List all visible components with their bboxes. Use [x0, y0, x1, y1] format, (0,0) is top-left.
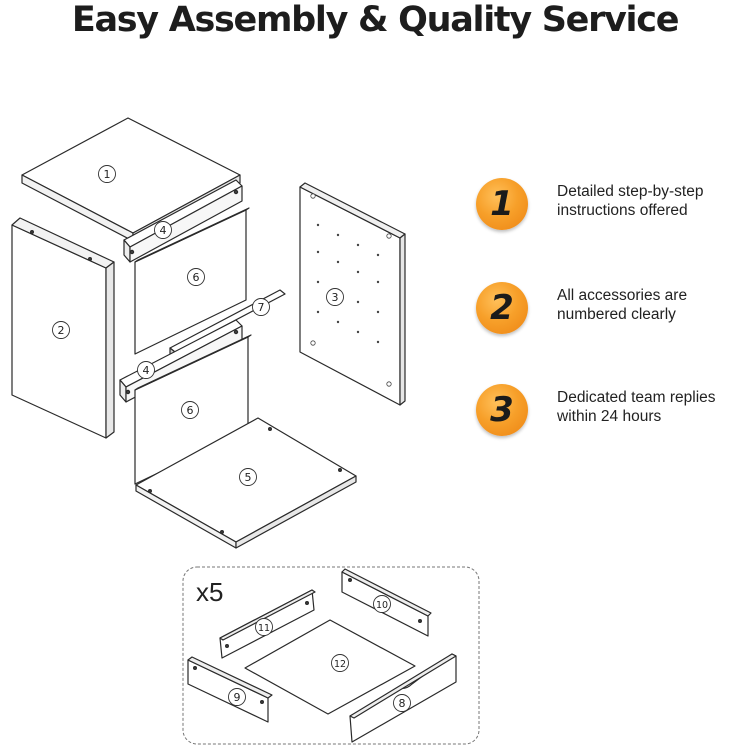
- part-12-drawer-bottom: [244, 619, 416, 715]
- svg-text:7: 7: [258, 301, 265, 314]
- svg-text:9: 9: [234, 691, 241, 704]
- part-label-11: 11: [255, 618, 273, 636]
- svg-text:2: 2: [58, 324, 65, 337]
- part-label-8: 8: [393, 694, 411, 712]
- part-label-4-lower: 4: [137, 361, 155, 379]
- svg-text:1: 1: [104, 168, 111, 181]
- feature-line: numbered clearly: [557, 306, 676, 323]
- part-label-6-lower: 6: [181, 401, 199, 419]
- part-label-3: 3: [326, 288, 344, 306]
- svg-text:4: 4: [143, 364, 150, 377]
- number-badge: 3: [476, 384, 528, 436]
- feature-description: Detailed step-by-step instructions offer…: [557, 182, 747, 220]
- drawer-kit-quantity: x5: [196, 577, 223, 607]
- part-1-top-panel: [21, 117, 241, 242]
- svg-text:3: 3: [332, 291, 339, 304]
- part-9-drawer-back: [187, 656, 273, 723]
- feature-line: Detailed step-by-step: [557, 183, 704, 200]
- svg-text:4: 4: [160, 224, 167, 237]
- part-label-1: 1: [98, 165, 116, 183]
- feature-line: All accessories are: [557, 287, 688, 304]
- part-label-6-upper: 6: [187, 268, 205, 286]
- svg-text:12: 12: [334, 659, 346, 670]
- svg-text:8: 8: [399, 697, 406, 710]
- svg-text:11: 11: [258, 623, 270, 634]
- badge-number: 2: [490, 288, 514, 328]
- svg-text:6: 6: [193, 271, 200, 284]
- svg-text:5: 5: [245, 471, 252, 484]
- feature-item-3: 3 Dedicated team replies within 24 hours: [476, 384, 746, 444]
- part-3-right-panel: [299, 182, 406, 406]
- part-label-9: 9: [228, 688, 246, 706]
- part-4-upper-rail: [123, 179, 243, 263]
- svg-text:10: 10: [376, 600, 388, 611]
- page-title: Easy Assembly & Quality Service: [71, 0, 680, 40]
- part-label-4-upper: 4: [154, 221, 172, 239]
- feature-item-1: 1 Detailed step-by-step instructions off…: [476, 178, 746, 238]
- number-badge: 2: [476, 282, 528, 334]
- badge-number: 1: [490, 184, 514, 224]
- number-badge: 1: [476, 178, 528, 230]
- feature-line: instructions offered: [557, 202, 688, 219]
- feature-item-2: 2 All accessories are numbered clearly: [476, 282, 746, 342]
- part-label-10: 10: [373, 595, 391, 613]
- part-label-12: 12: [331, 654, 349, 672]
- feature-description: All accessories are numbered clearly: [557, 286, 747, 324]
- badge-number: 3: [490, 390, 514, 430]
- part-label-7: 7: [252, 298, 270, 316]
- part-label-2: 2: [52, 321, 70, 339]
- feature-line: within 24 hours: [557, 408, 662, 425]
- drawer-kit-frame: [182, 566, 480, 745]
- svg-text:6: 6: [187, 404, 194, 417]
- part-label-5: 5: [239, 468, 257, 486]
- feature-description: Dedicated team replies within 24 hours: [557, 388, 747, 426]
- feature-line: Dedicated team replies: [557, 389, 716, 406]
